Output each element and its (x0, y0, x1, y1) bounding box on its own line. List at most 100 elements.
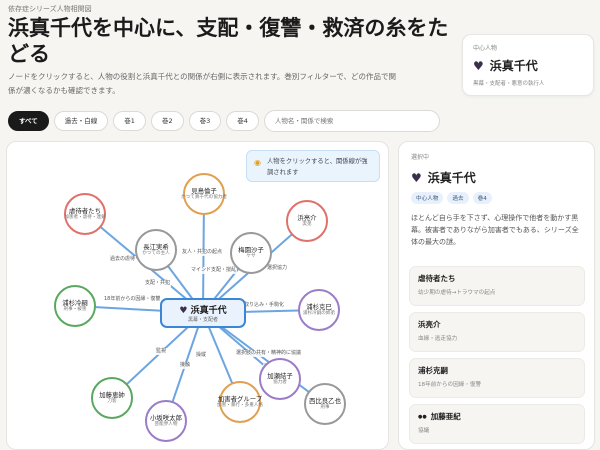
node-urasugi_rei[interactable]: 浦杉冷嗣刑事・被害 (54, 285, 96, 327)
node-name: 浦杉冷嗣 (62, 299, 88, 307)
node-name: 加瀬結子 (267, 372, 293, 380)
center-node-name-row: ♥ 浜真千代 (179, 303, 226, 316)
detail-panel: 選択中 ♥ 浜真千代 中心人物 過去 巻4 ほとんど自ら手を下さず、心理操作で他… (398, 141, 595, 450)
graph-hint-text: 人物をクリックすると、関係線が強調されます (267, 158, 368, 176)
relation-card[interactable]: ●●加藤亜紀協議 (409, 404, 585, 444)
edge-label-nagae: 支配・共犯 (144, 280, 172, 287)
node-name: 浦杉克巳 (306, 303, 332, 311)
edge-label-kagaisha: 操縦 (195, 352, 208, 359)
node-name: 梅園沙子 (238, 246, 264, 254)
node-name: 虐待者たち (69, 207, 101, 215)
node-name: 西比良乙也 (309, 397, 341, 405)
edge-label-hama_ryosuke: 監視・選択協力 (251, 265, 289, 272)
relation-desc: 幼少期の虐待→トラウマの起点 (418, 290, 496, 296)
node-kosato[interactable]: 小坂咲太郎芸能界人物 (145, 400, 187, 442)
center-node[interactable]: ♥ 浜真千代 黒幕・支配者 (160, 298, 246, 328)
page-eyebrow: 依存症シリーズ人物相関図 (8, 5, 92, 13)
edge-label-uwajima: 友人・共犯の起点 (181, 249, 224, 256)
heart-icon: ♥ (411, 170, 422, 185)
edge-label-kato: 監視 (155, 348, 168, 355)
page-title: 浜真千代を中心に、支配・復讐・救済の糸をたどる (8, 16, 449, 66)
detail-label: 選択中 (411, 154, 430, 161)
edge-label-kamouchi: 選択肢の共有・精神的に協議 (235, 350, 303, 357)
filter-chip-vol3[interactable]: 巻3 (188, 111, 222, 131)
node-role: 浦杉冷嗣の姉弟 (302, 311, 336, 316)
node-nishihira[interactable]: 西比良乙也刑事 (304, 383, 346, 425)
node-nagae[interactable]: 長江実希かつての主人 (135, 229, 177, 271)
detail-name: 浜真千代 (427, 171, 476, 185)
node-kamouchi[interactable]: 加瀬結子協力者 (259, 358, 301, 400)
node-role: 刀客 (107, 399, 117, 404)
center-card-subtitle: 黒幕・支配者・悪意の執行人 (473, 81, 545, 87)
node-role: 協力者 (273, 380, 287, 385)
node-role: かつての主人 (142, 251, 170, 256)
filter-chip-vol1[interactable]: 巻1 (113, 111, 146, 131)
node-name: 長江実希 (143, 243, 169, 251)
node-role: 芸能界人物 (154, 422, 178, 427)
node-role: 加害・暴行・多重人格 (217, 403, 263, 408)
node-role: 刑事・被害 (63, 307, 87, 312)
detail-tag: 中心人物 (411, 192, 444, 204)
relation-desc: 18年前からの因縁・復讐 (418, 382, 482, 388)
relation-name-row: 浜亮介 (418, 319, 576, 330)
node-name: 浜亮介 (297, 214, 317, 222)
node-name: 小坂咲太郎 (150, 414, 182, 422)
search-input[interactable] (263, 110, 440, 132)
edge-label-urasugi_katsu: 取り込み・手駒化 (243, 302, 286, 309)
detail-tags: 中心人物 過去 巻4 (411, 192, 492, 204)
relation-name: 加藤亜紀 (430, 412, 461, 421)
relation-name: 虐待者たち (418, 274, 456, 283)
center-card-name-row: ♥ 浜真千代 (473, 57, 538, 74)
lightbulb-icon: ◉ (254, 158, 261, 167)
edge-nishihira[interactable] (202, 312, 326, 405)
relation-name-row: 虐待者たち (418, 273, 576, 284)
relation-name-row: 浦杉克嗣 (418, 365, 576, 376)
detail-tag: 過去 (447, 192, 469, 204)
node-role: 加害者・虐待・連鎖 (64, 215, 106, 220)
relation-desc: 血縁・逃走協力 (418, 336, 458, 342)
center-card-name: 浜真千代 (489, 59, 538, 73)
node-role: かつて真千代の協力者 (181, 195, 227, 200)
center-card-label: 中心人物 (473, 45, 498, 52)
node-hama_ryosuke[interactable]: 浜亮介実弟 (286, 200, 328, 242)
filter-bar: すべて 過去・白線 巻1 巻2 巻3 巻4 (8, 110, 440, 132)
relation-card[interactable]: 浦杉克嗣 18年前からの因縁・復讐 (409, 358, 585, 398)
node-gyakutai[interactable]: 虐待者たち加害者・虐待・連鎖 (64, 193, 106, 235)
relation-name-row: ●●加藤亜紀 (418, 411, 576, 422)
node-urasugi_katsu[interactable]: 浦杉克巳浦杉冷嗣の姉弟 (298, 289, 340, 331)
edge-label-gyakutai: 過去の虐待 (109, 256, 137, 263)
graph-hint: ◉ 人物をクリックすると、関係線が強調されます (246, 150, 380, 182)
filter-chip-vol4[interactable]: 巻4 (226, 111, 259, 131)
heart-icon: ♥ (473, 58, 484, 73)
center-node-name: 浜真千代 (190, 306, 227, 316)
node-umezono[interactable]: 梅園沙子ケサ (230, 232, 272, 274)
relation-list: 虐待者たち幼少期の虐待→トラウマの起点浜亮介血縁・逃走協力浦杉克嗣 18年前からの… (409, 266, 585, 449)
filter-chip-all[interactable]: すべて (8, 111, 49, 131)
node-name: 見島倫子 (191, 187, 217, 195)
relation-name: 浦杉克嗣 (418, 366, 448, 375)
relation-card[interactable]: 虐待者たち幼少期の虐待→トラウマの起点 (409, 266, 585, 306)
detail-description: ほとんど自ら手を下さず、心理操作で他者を動かす黒幕。被害者でありながら加害者でも… (411, 214, 579, 246)
node-role: 実弟 (302, 222, 312, 227)
node-role: ケサ (246, 254, 256, 259)
node-name: 加害者グループ (217, 395, 263, 403)
center-node-role: 黒幕・支配者 (187, 317, 218, 323)
detail-tag: 巻4 (472, 192, 492, 204)
eyes-icon: ●● (418, 413, 427, 420)
edge-label-kosato: 接触 (179, 362, 192, 369)
page-description: ノードをクリックすると、人物の役割と浜真千代との関係が右側に表示されます。巻別フ… (8, 72, 396, 95)
node-kagaisha[interactable]: 加害者グループ加害・暴行・多重人格 (217, 381, 263, 423)
relation-name: 浜亮介 (418, 320, 441, 329)
node-name: 加藤恵帥 (99, 391, 125, 399)
detail-name-row: ♥ 浜真千代 (411, 169, 476, 186)
node-uwajima[interactable]: 見島倫子かつて真千代の協力者 (181, 173, 227, 215)
heart-icon: ♥ (179, 306, 188, 316)
relation-card[interactable]: 浜亮介血縁・逃走協力 (409, 312, 585, 352)
node-kato[interactable]: 加藤恵帥刀客 (91, 377, 133, 419)
filter-chip-vol2[interactable]: 巻2 (150, 111, 184, 131)
relation-desc: 協議 (418, 428, 430, 434)
center-character-card[interactable]: 中心人物 ♥ 浜真千代 黒幕・支配者・悪意の執行人 (462, 34, 594, 96)
edge-label-urasugi_rei: 18年前からの因縁・復讐 (103, 296, 162, 303)
edge-label-umezono: マインド支配・撹乱 (190, 267, 238, 274)
filter-chip-past[interactable]: 過去・白線 (53, 111, 109, 131)
